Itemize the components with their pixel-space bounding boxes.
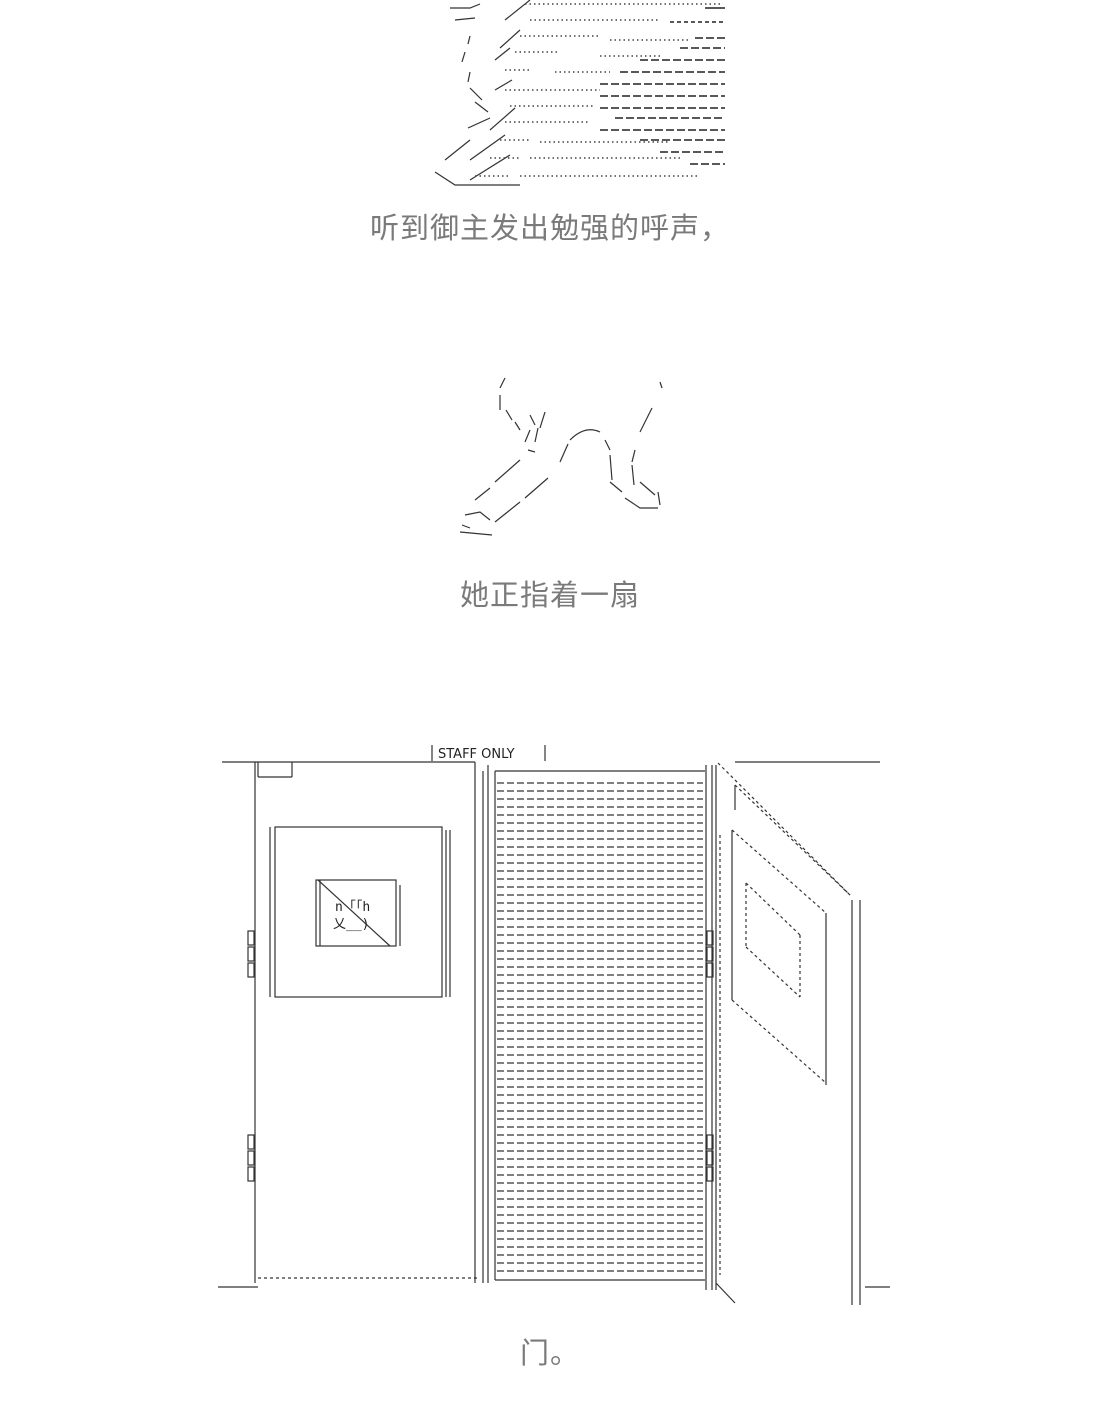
ascii-art-top-drawing bbox=[434, 0, 725, 186]
caption-3: 门。 bbox=[519, 1336, 580, 1370]
grille-door bbox=[487, 765, 714, 1290]
open-door bbox=[715, 762, 861, 1305]
window-glyph-top: n「「h bbox=[335, 900, 370, 915]
pointing-hand-drawing bbox=[459, 377, 663, 536]
window-glyph-bottom: 乂__) bbox=[333, 917, 369, 932]
staff-only-label: STAFF ONLY bbox=[438, 747, 515, 762]
caption-1: 听到御主发出勉强的呼声， bbox=[369, 211, 730, 245]
ascii-art-panel-doors: STAFF ONLY bbox=[0, 735, 1100, 1315]
doors-drawing: STAFF ONLY bbox=[218, 745, 890, 1305]
caption-2: 她正指着一扇 bbox=[459, 578, 640, 612]
ascii-art-panel-hand bbox=[0, 370, 1100, 550]
left-door: n「「h 乂__) bbox=[247, 762, 484, 1283]
staff-only-sign: STAFF ONLY bbox=[431, 745, 546, 762]
ascii-art-panel-top bbox=[0, 0, 1100, 200]
